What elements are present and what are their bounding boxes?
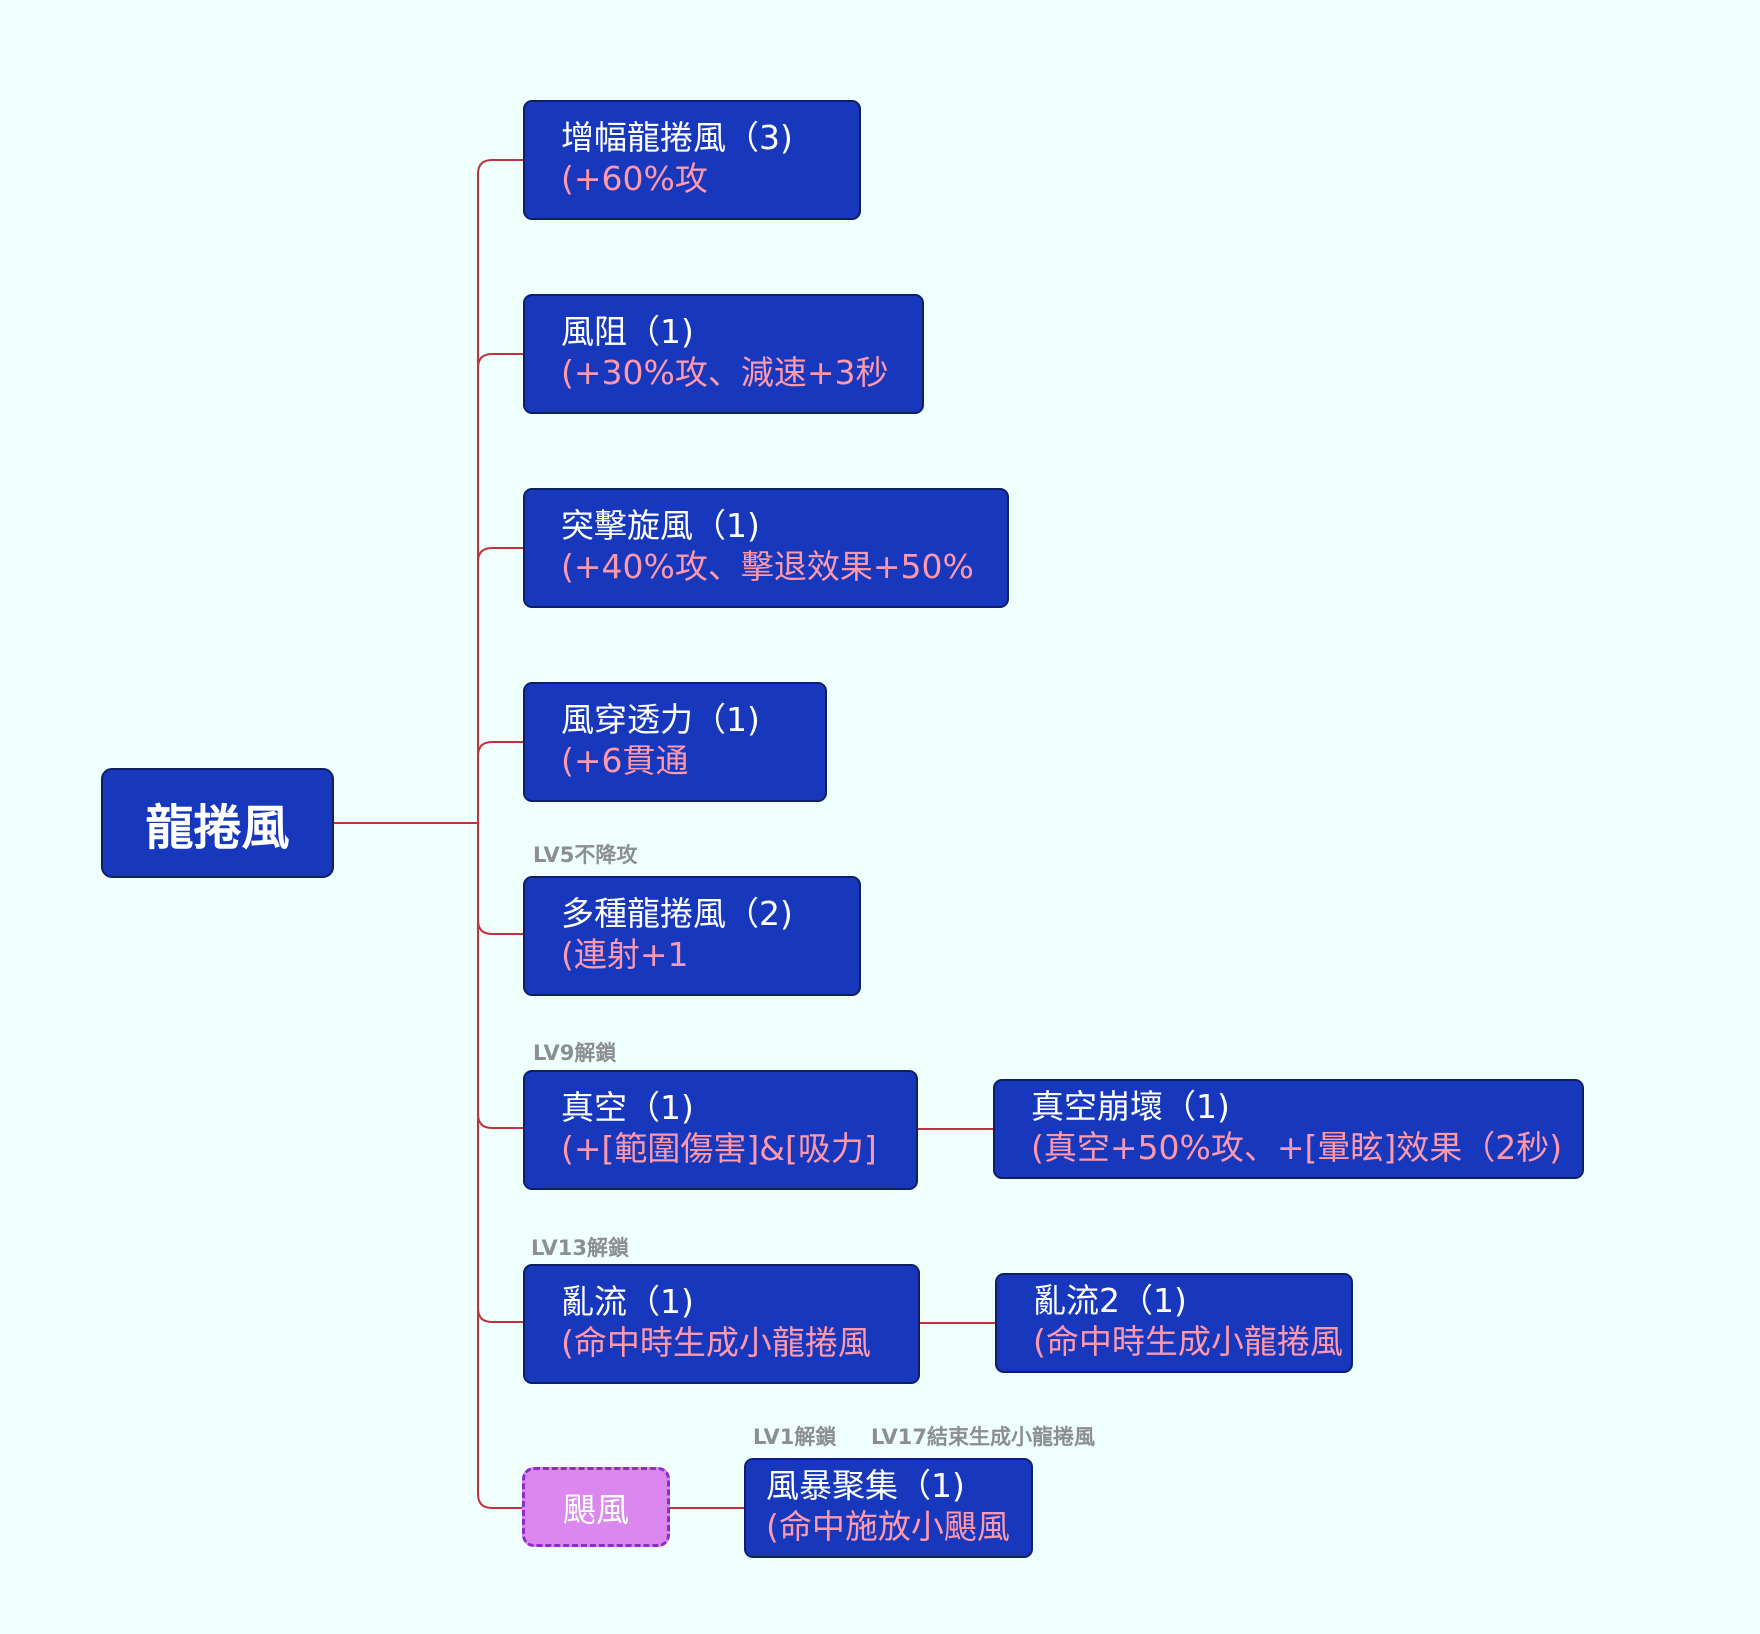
skill-node-turbulence-2[interactable]: 亂流2（1) (命中時生成小龍捲風 <box>995 1273 1353 1373</box>
skill-node-storm-gather[interactable]: 風暴聚集（1) (命中施放小颶風 <box>744 1458 1033 1558</box>
skill-node-desc: (+60%攻 <box>561 159 708 198</box>
skill-node-title: 真空（1) <box>561 1088 694 1127</box>
skill-node-desc: (真空+50%攻、+[暈眩]效果（2秒) <box>1031 1128 1563 1167</box>
connector-to-wind-penetration <box>477 741 523 757</box>
skill-node-title: 風暴聚集（1) <box>766 1466 965 1505</box>
connector-to-multi-tornado <box>477 919 523 935</box>
skill-node-title: 亂流（1) <box>561 1282 694 1321</box>
skill-node-title: 增幅龍捲風（3) <box>561 118 793 157</box>
tag-lv5: LV5不降攻 <box>533 843 638 867</box>
skill-node-vacuum-collapse[interactable]: 真空崩壞（1) (真空+50%攻、+[暈眩]效果（2秒) <box>993 1079 1584 1179</box>
skill-node-hurricane[interactable]: 颶風 <box>522 1467 670 1547</box>
connector-to-wind-resistance <box>477 353 523 369</box>
tag-lv1: LV1解鎖 <box>753 1425 837 1449</box>
skill-node-desc: (+[範圍傷害]&[吸力] <box>561 1129 877 1168</box>
skill-node-title: 亂流2（1) <box>1033 1281 1187 1320</box>
skill-node-title: 多種龍捲風（2) <box>561 894 793 933</box>
skill-node-turbulence[interactable]: 亂流（1) (命中時生成小龍捲風 <box>523 1264 920 1384</box>
connector-to-assault-whirlwind <box>477 547 523 563</box>
tag-lv9: LV9解鎖 <box>533 1041 617 1065</box>
skill-node-desc: (命中時生成小龍捲風 <box>561 1323 871 1362</box>
skill-node-title: 風阻（1) <box>561 312 694 351</box>
skill-node-desc: (命中施放小颶風 <box>766 1507 1010 1546</box>
skill-node-wind-penetration[interactable]: 風穿透力（1) (+6貫通 <box>523 682 827 802</box>
skill-node-desc: (+30%攻、減速+3秒 <box>561 353 889 392</box>
connector-to-hurricane <box>477 1493 523 1509</box>
root-node-tornado[interactable]: 龍捲風 <box>101 768 334 878</box>
skill-node-desc: (連射+1 <box>561 935 689 974</box>
connector-to-vacuum <box>477 1113 523 1129</box>
skill-node-title: 突擊旋風（1) <box>561 506 760 545</box>
skill-node-wind-resistance[interactable]: 風阻（1) (+30%攻、減速+3秒 <box>523 294 924 414</box>
skill-node-vacuum[interactable]: 真空（1) (+[範圍傷害]&[吸力] <box>523 1070 918 1190</box>
connector-to-turbulence <box>477 1307 523 1323</box>
tag-lv17: LV17結束生成小龍捲風 <box>871 1425 1095 1449</box>
skill-node-multi-tornado[interactable]: 多種龍捲風（2) (連射+1 <box>523 876 861 996</box>
skill-node-desc: (+6貫通 <box>561 741 689 780</box>
skill-node-assault-whirlwind[interactable]: 突擊旋風（1) (+40%攻、擊退效果+50% <box>523 488 1009 608</box>
skill-node-amplify-tornado[interactable]: 增幅龍捲風（3) (+60%攻 <box>523 100 861 220</box>
skill-node-desc: (+40%攻、擊退效果+50% <box>561 547 974 586</box>
skill-node-desc: (命中時生成小龍捲風 <box>1033 1322 1343 1361</box>
skill-node-title: 真空崩壞（1) <box>1031 1087 1230 1126</box>
connector-to-amplify <box>477 159 523 175</box>
skill-node-title: 風穿透力（1) <box>561 700 760 739</box>
root-node-label: 龍捲風 <box>145 800 290 856</box>
hurricane-label: 颶風 <box>563 1490 629 1529</box>
tag-lv13: LV13解鎖 <box>531 1236 629 1260</box>
